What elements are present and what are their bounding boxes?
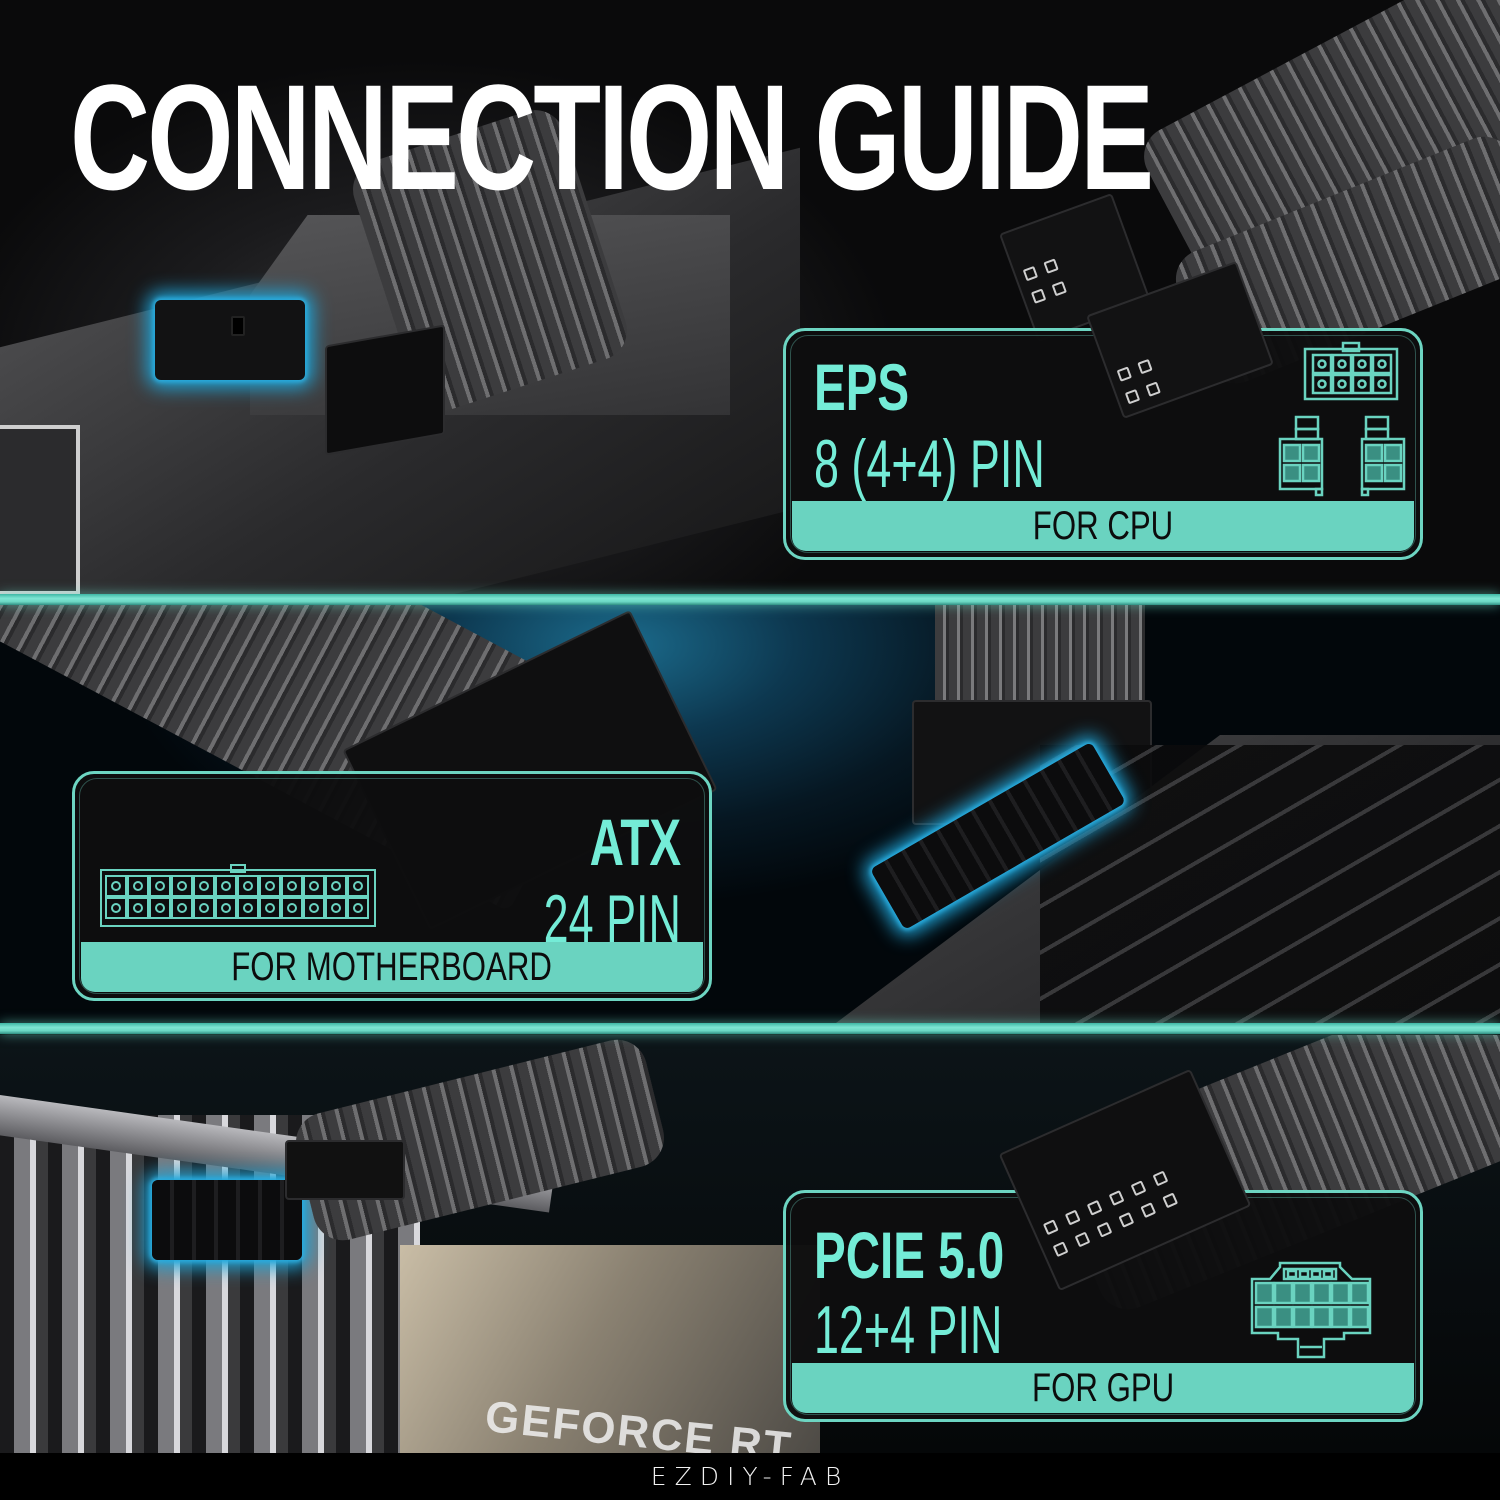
atx-headline: ATX <box>589 805 681 879</box>
eps-socket-glow <box>155 300 305 380</box>
pcie-footer-label: FOR GPU <box>1031 1365 1175 1410</box>
eps-headline: EPS <box>814 350 910 424</box>
eps-4pin-half-left-icon <box>1276 415 1326 497</box>
pcie5-12plus4pin-connector-icon <box>1248 1261 1374 1361</box>
atx-info-panel: ATX 24 PIN <box>72 771 712 1001</box>
pcie-pin-count: 12+4 PIN <box>814 1292 1003 1368</box>
section-divider-2 <box>0 1023 1500 1034</box>
atx-footer-label: FOR MOTHERBOARD <box>231 944 553 989</box>
eps-pin-count: 8 (4+4) PIN <box>814 426 1045 502</box>
atx-cable-bundle-top <box>935 605 1145 705</box>
section-divider-1 <box>0 594 1500 605</box>
eps-info-panel: EPS 8 (4+4) PIN <box>783 328 1423 560</box>
page-title: CONNECTION GUIDE <box>70 53 1154 221</box>
pcie-headline: PCIE 5.0 <box>814 1218 1005 1292</box>
atx-24pin-connector-icon <box>99 864 379 928</box>
eps-4pin-half-right-icon <box>1358 415 1408 497</box>
pcie-plug-inserted <box>285 1140 405 1200</box>
pcie-socket-glow <box>152 1180 302 1260</box>
cpu-section <box>0 0 1500 595</box>
atx-footer-bar: FOR MOTHERBOARD <box>81 942 703 992</box>
brand-logo-text: EZDIY-FAB <box>650 1462 850 1491</box>
gpu-shroud <box>400 1245 820 1453</box>
eps-footer-bar: FOR CPU <box>792 501 1414 551</box>
eps-8pin-connector-icon <box>1301 341 1401 403</box>
eps-footer-label: FOR CPU <box>1032 503 1174 548</box>
brand-footer: EZDIY-FAB <box>0 1453 1500 1500</box>
pcie-footer-bar: FOR GPU <box>792 1363 1414 1413</box>
io-panel-frame <box>0 425 80 595</box>
eps-plug <box>325 324 445 456</box>
